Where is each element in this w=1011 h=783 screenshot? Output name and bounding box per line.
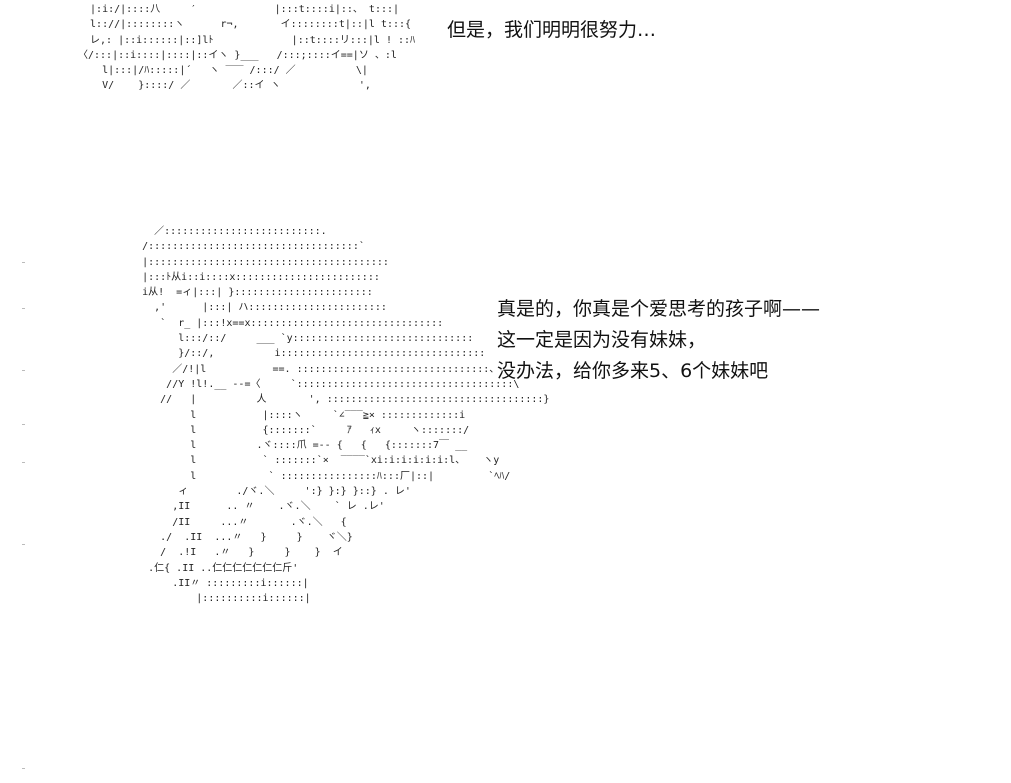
margin-dot	[22, 768, 25, 769]
caption-top: 但是，我们明明很努力…	[447, 19, 657, 41]
margin-dot	[22, 424, 25, 425]
margin-dot	[22, 462, 25, 463]
ascii-art-top: |:i:/|::::八 ′ |:::t::::i|::、 t:::| l:://…	[78, 4, 416, 92]
margin-dot	[22, 544, 25, 545]
margin-dot	[22, 370, 25, 371]
dialogue-line-3: 没办法，给你多来5、6个妹妹吧	[497, 360, 769, 382]
margin-dot	[22, 308, 25, 309]
dialogue-block: 真是的，你真是个爱思考的孩子啊—— 这一定是因为没有妹妹， 没办法，给你多来5、…	[497, 294, 820, 387]
ascii-art-bottom: ／::::::::::::::::::::::::::. /::::::::::…	[142, 226, 550, 605]
margin-dot	[22, 262, 25, 263]
dialogue-line-2: 这一定是因为没有妹妹，	[497, 329, 707, 351]
dialogue-line-1: 真是的，你真是个爱思考的孩子啊——	[497, 298, 821, 320]
